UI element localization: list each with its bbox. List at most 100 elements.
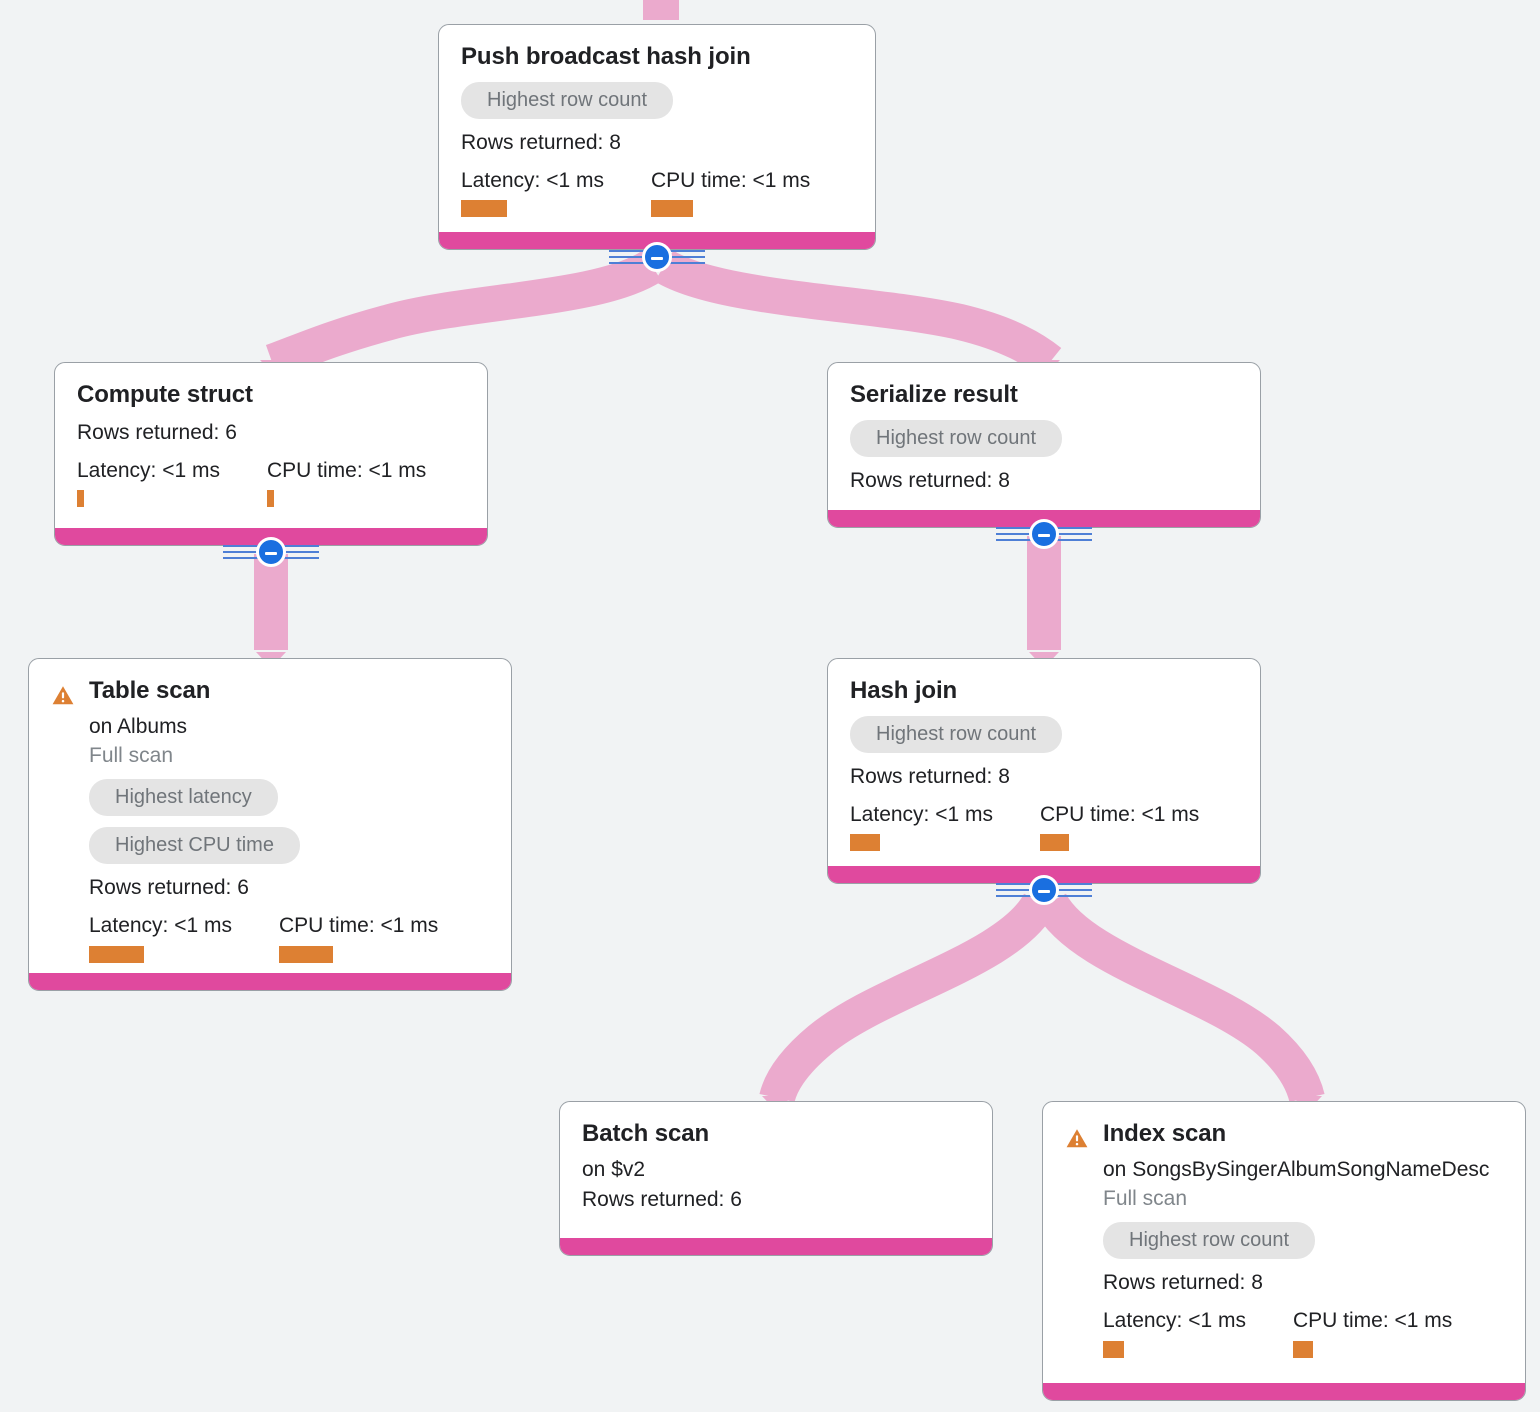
status-badge-cpu: Highest CPU time: [89, 827, 300, 865]
cpu-label: CPU time: <1 ms: [1293, 1309, 1453, 1333]
node-body: Push broadcast hash join Highest row cou…: [439, 25, 875, 232]
cpu-bar: [1293, 1340, 1313, 1358]
node-header: Serialize result Highest row count Rows …: [850, 381, 1238, 493]
node-footer-bar: [560, 1238, 992, 1255]
status-badge: Highest row count: [461, 81, 674, 119]
plan-node-serialize-result[interactable]: Serialize result Highest row count Rows …: [827, 362, 1261, 528]
collapse-minus-icon[interactable]: [642, 242, 672, 272]
node-subtitle: on Albums: [89, 714, 188, 738]
node-header: Index scan on SongsBySingerAlbumSongName…: [1065, 1120, 1503, 1358]
metrics-row: Latency: <1 ms CPU time: <1 ms: [461, 168, 853, 218]
rows-returned: Rows returned: 8: [461, 130, 621, 154]
node-header: Batch scan on $v2 Rows returned: 6: [582, 1120, 970, 1212]
collapse-toggle-compute-struct[interactable]: [223, 537, 319, 567]
cpu-metric: CPU time: <1 ms: [279, 913, 439, 963]
collapse-minus-icon[interactable]: [1029, 519, 1059, 549]
latency-bar: [850, 834, 880, 852]
plan-node-compute-struct[interactable]: Compute struct Rows returned: 6 Latency:…: [54, 362, 488, 546]
node-title: Push broadcast hash join: [461, 43, 751, 70]
latency-metric: Latency: <1 ms: [77, 458, 267, 508]
plan-node-table-scan[interactable]: Table scan on Albums Full scan Highest l…: [28, 658, 512, 991]
latency-metric: Latency: <1 ms: [89, 913, 279, 963]
node-header-text: Compute struct Rows returned: 6 Latency:…: [77, 381, 465, 508]
latency-metric: Latency: <1 ms: [1103, 1308, 1293, 1358]
collapse-toggle-hash-join[interactable]: [996, 875, 1092, 905]
rows-returned: Rows returned: 8: [850, 468, 1010, 492]
node-title: Serialize result: [850, 381, 1018, 408]
node-subnote: Full scan: [1103, 1187, 1188, 1211]
badge-row: Highest row count: [850, 707, 1238, 753]
latency-metric: Latency: <1 ms: [850, 802, 1040, 852]
node-subnote: Full scan: [89, 744, 174, 768]
cpu-metric: CPU time: <1 ms: [267, 458, 427, 508]
rows-returned: Rows returned: 6: [77, 420, 237, 444]
badge-row: Highest latency: [89, 770, 489, 817]
node-subtitle: on $v2: [582, 1157, 646, 1181]
node-footer-bar: [1043, 1383, 1525, 1400]
cpu-label: CPU time: <1 ms: [267, 459, 427, 483]
metrics-row: Latency: <1 ms CPU time: <1 ms: [1103, 1308, 1503, 1358]
node-header-text: Push broadcast hash join Highest row cou…: [461, 43, 853, 218]
latency-bar: [89, 945, 144, 963]
plan-node-index-scan[interactable]: Index scan on SongsBySingerAlbumSongName…: [1042, 1101, 1526, 1401]
metrics-row: Latency: <1 ms CPU time: <1 ms: [850, 802, 1238, 852]
warning-icon: [52, 686, 74, 705]
cpu-label: CPU time: <1 ms: [279, 914, 439, 938]
node-title: Index scan: [1103, 1120, 1227, 1147]
cpu-metric: CPU time: <1 ms: [1040, 802, 1199, 852]
status-badge-latency: Highest latency: [89, 779, 278, 817]
node-header: Compute struct Rows returned: 6 Latency:…: [77, 381, 465, 508]
latency-label: Latency: <1 ms: [89, 914, 232, 938]
plan-node-push-broadcast-hash-join[interactable]: Push broadcast hash join Highest row cou…: [438, 24, 876, 250]
cpu-bar: [267, 490, 274, 508]
collapse-minus-icon[interactable]: [256, 537, 286, 567]
plan-node-hash-join[interactable]: Hash join Highest row count Rows returne…: [827, 658, 1261, 884]
rows-returned: Rows returned: 8: [1103, 1271, 1263, 1295]
node-body: Compute struct Rows returned: 6 Latency:…: [55, 363, 487, 528]
metrics-row: Latency: <1 ms CPU time: <1 ms: [77, 458, 465, 508]
cpu-metric: CPU time: <1 ms: [1293, 1308, 1453, 1358]
cpu-metric: CPU time: <1 ms: [651, 168, 811, 218]
node-body: Hash join Highest row count Rows returne…: [828, 659, 1260, 866]
node-header-text: Table scan on Albums Full scan Highest l…: [89, 677, 489, 963]
node-subtitle: on SongsBySingerAlbumSongNameDesc: [1103, 1157, 1490, 1181]
node-body: Index scan on SongsBySingerAlbumSongName…: [1043, 1102, 1525, 1383]
edge-push-to-serialize: [654, 250, 1062, 377]
metrics-row: Latency: <1 ms CPU time: <1 ms: [89, 913, 489, 963]
cpu-bar: [1040, 834, 1069, 852]
warning-icon: [1066, 1129, 1088, 1148]
latency-label: Latency: <1 ms: [1103, 1309, 1246, 1333]
plan-node-batch-scan[interactable]: Batch scan on $v2 Rows returned: 6: [559, 1101, 993, 1256]
node-footer-bar: [55, 528, 487, 545]
node-header-text: Serialize result Highest row count Rows …: [850, 381, 1238, 493]
status-badge: Highest row count: [850, 419, 1063, 457]
node-footer-bar: [439, 232, 875, 249]
latency-label: Latency: <1 ms: [850, 803, 993, 827]
node-footer-bar: [29, 973, 511, 990]
latency-bar: [1103, 1340, 1124, 1358]
cpu-bar: [651, 200, 693, 218]
latency-metric: Latency: <1 ms: [461, 168, 651, 218]
node-body: Serialize result Highest row count Rows …: [828, 363, 1260, 510]
collapse-minus-icon[interactable]: [1029, 875, 1059, 905]
node-title: Hash join: [850, 677, 958, 704]
node-header-text: Batch scan on $v2 Rows returned: 6: [582, 1120, 970, 1212]
latency-bar: [461, 200, 507, 218]
badge-row: Highest row count: [850, 411, 1238, 457]
cpu-bar: [279, 945, 333, 963]
collapse-toggle-push-broadcast-hash-join[interactable]: [609, 242, 705, 272]
node-header-text: Index scan on SongsBySingerAlbumSongName…: [1103, 1120, 1503, 1358]
node-header: Hash join Highest row count Rows returne…: [850, 677, 1238, 852]
status-badge: Highest row count: [850, 715, 1063, 753]
badge-row: Highest row count: [1103, 1213, 1503, 1260]
latency-bar: [77, 490, 84, 508]
node-footer-bar: [828, 510, 1260, 527]
cpu-label: CPU time: <1 ms: [651, 169, 811, 193]
rows-returned: Rows returned: 8: [850, 764, 1010, 788]
collapse-toggle-serialize-result[interactable]: [996, 519, 1092, 549]
edge-hashjoin-to-batchscan: [759, 892, 1056, 1103]
edge-hashjoin-to-indexscan: [1034, 892, 1325, 1103]
badge-row: Highest row count: [461, 73, 853, 119]
node-title: Table scan: [89, 677, 211, 704]
